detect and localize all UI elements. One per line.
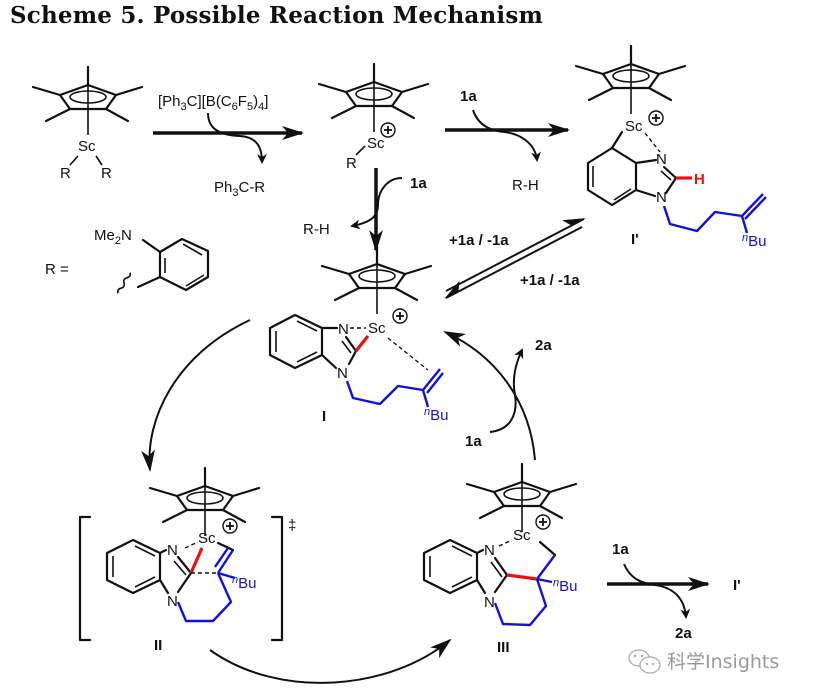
n-atom-label: N [484,542,495,559]
positive-charge-icon [392,308,408,324]
r-ligand-label: R [346,155,357,172]
trityl-byproduct: Ph3C-R [214,179,265,199]
compound-I: Sc N N nBu I [268,244,448,425]
substrate-label: 1a [410,175,427,192]
wechat-icon [628,649,661,674]
forming-sc-c-bond [189,547,204,574]
transition-state-symbol: ‡ [288,517,296,534]
cp-star-ring-icon [465,462,578,534]
substrate-label: 1a [460,88,477,105]
sc-atom-label: Sc [367,135,385,152]
n-butyl-label: nBu [232,574,256,592]
cp-star-ring-icon [320,244,433,316]
sc-atom-label: Sc [368,320,386,337]
compound-label-II: II [154,637,162,654]
compound-II: ‡ Sc N nBu N II [78,466,296,654]
sc-atom-label: Sc [513,527,531,544]
reverse-equilibrium-arrow [444,226,583,299]
r-group-definition: R = Me2N [45,227,210,294]
alkenyl-tether [662,193,764,233]
equilibrium-label-top: +1a / -1a [449,232,509,249]
compound-label-I: I [322,408,326,425]
r-ligand-label: R [101,165,112,182]
sc-atom-label: Sc [78,138,96,155]
activator-reagent: [Ph3C][B(C6F5)4] [158,93,268,113]
product-label: 2a [535,337,552,354]
step-to-I-prime: 1a R-H [445,88,570,194]
step-to-I: 1a R-H [303,168,427,252]
alkenyl-tether [176,572,233,623]
watermark-text: 科学Insights [667,651,779,673]
equilibrium-arrows: +1a / -1a +1a / -1a [444,218,586,299]
catalytic-cycle-arrows: 2a 1a [141,319,552,684]
positive-charge-icon [648,110,664,126]
starting-complex: Sc R R [31,65,144,182]
r-equals-label: R = [45,261,69,278]
sc-c-bond [354,335,370,352]
cp-star-ring-icon [148,466,261,538]
n-atom-label: N [337,365,348,382]
cycle-arrow-I-to-II [141,319,251,472]
curved-arrow [623,563,691,619]
n-atom-label: N [656,189,667,206]
curved-arrow [489,348,524,433]
wavy-bond-icon [116,272,132,294]
compound-label-I-prime: I' [631,231,639,248]
new-c-c-bond [506,573,538,581]
compound-label-I-prime: I' [733,577,741,594]
curved-arrow [350,177,403,230]
cycle-arrow-III-to-I [443,331,536,461]
alkenyl-tether [345,368,441,406]
cp-star-ring-icon [317,62,430,134]
forward-equilibrium-arrow [445,218,586,292]
scheme-title: Scheme 5. Possible Reaction Mechanism [10,2,544,29]
curved-arrow [472,109,542,162]
olefin-coordination [387,337,429,371]
n-atom-label: N [656,151,667,168]
r-ligand-label: R [60,165,71,182]
rh-byproduct: R-H [303,221,330,238]
sc-atom-label: Sc [625,118,643,135]
cationic-complex: Sc R [317,62,430,172]
equilibrium-label-bottom: +1a / -1a [520,272,580,289]
right-bracket [270,515,284,642]
n-atom-label: N [338,321,349,338]
cycle-arrow-II-to-III [209,638,452,684]
rh-byproduct: R-H [512,177,539,194]
n-atom-label: N [167,542,178,559]
cp-star-ring-icon [31,65,144,137]
substrate-label: 1a [465,433,482,450]
step-III-to-I-prime: 1a 2a I' [607,541,741,642]
cp-star-ring-icon [574,44,687,116]
watermark: 科学Insights [628,649,779,674]
compound-I-prime: Sc N H N nBu I' [574,44,767,250]
activation-step: [Ph3C][B(C6F5)4] Ph3C-R [153,93,304,199]
sc-atom-label: Sc [198,530,216,547]
product-label: 2a [675,625,692,642]
n-butyl-label: nBu [553,577,577,595]
n-butyl-label: nBu [424,406,448,424]
curved-arrow [207,112,267,164]
positive-charge-icon [222,518,238,534]
compound-label-III: III [497,639,510,656]
dimethylamino-label: Me2N [94,227,132,247]
substrate-label: 1a [612,541,629,558]
h-atom-label: H [694,171,705,188]
positive-charge-icon [535,514,551,530]
compound-III: Sc N nBu N III [422,462,578,656]
n-atom-label: N [484,594,495,611]
left-bracket [78,515,92,642]
n-atom-label: N [167,593,178,610]
n-butyl-label: nBu [742,232,766,250]
alkenyl-tether [493,578,548,627]
